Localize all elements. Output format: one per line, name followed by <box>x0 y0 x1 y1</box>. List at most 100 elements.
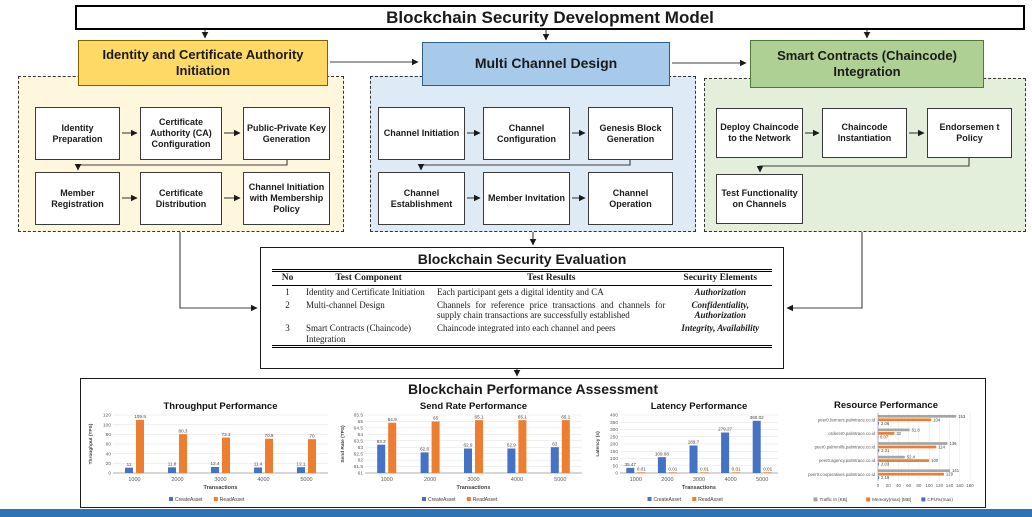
security-evaluation-panel: Blockchain Security Evaluation No Test C… <box>260 247 784 369</box>
svg-text:136: 136 <box>950 441 958 446</box>
row-no: 2 <box>285 299 290 310</box>
svg-text:109.08: 109.08 <box>655 451 669 456</box>
svg-text:60: 60 <box>906 483 912 488</box>
flow-box-ca-configuration: Certificate Authority (CA) Configuration <box>140 107 222 160</box>
svg-text:189.7: 189.7 <box>688 440 700 445</box>
svg-text:3000: 3000 <box>693 477 705 483</box>
svg-text:104: 104 <box>933 417 941 422</box>
svg-text:80: 80 <box>916 483 922 488</box>
svg-text:40: 40 <box>106 451 112 457</box>
svg-text:300: 300 <box>610 427 618 433</box>
svg-text:200: 200 <box>610 442 618 448</box>
svg-text:63.2: 63.2 <box>377 439 386 444</box>
svg-text:1000: 1000 <box>128 477 140 483</box>
svg-text:Send Rate Performance: Send Rate Performance <box>420 401 527 412</box>
svg-text:peer0.farmers.palmtrace.co.id: peer0.farmers.palmtrace.co.id <box>818 417 876 422</box>
svg-text:2000: 2000 <box>661 477 673 483</box>
main-title: Blockchain Security Development Model <box>75 5 1025 30</box>
svg-text:Memory(max) [MB]: Memory(max) [MB] <box>872 497 911 502</box>
table-row: 3 Smart Contracts (Chaincode) Integratio… <box>272 322 772 349</box>
svg-text:100: 100 <box>610 456 618 462</box>
svg-text:0.01: 0.01 <box>668 467 677 472</box>
svg-text:Latency (s): Latency (s) <box>595 431 601 457</box>
svg-text:0.07: 0.07 <box>880 434 889 439</box>
svg-text:250: 250 <box>610 434 618 440</box>
svg-text:62: 62 <box>358 458 364 464</box>
svg-text:70.8: 70.8 <box>265 433 274 438</box>
flow-box-channel-initiation: Channel Initiation <box>378 107 465 160</box>
svg-text:63: 63 <box>552 441 558 446</box>
row-no: 1 <box>285 287 290 298</box>
section-header-smartcontracts: Smart Contracts (Chaincode) Integration <box>750 40 984 88</box>
svg-text:100: 100 <box>925 483 933 488</box>
svg-text:114: 114 <box>938 445 945 450</box>
svg-text:2.19: 2.19 <box>881 475 890 480</box>
svg-text:20: 20 <box>886 483 892 488</box>
flow-box-deploy-chaincode: Deploy Chaincode to the Network <box>716 108 803 158</box>
svg-text:11: 11 <box>127 462 132 467</box>
svg-text:2000: 2000 <box>424 477 436 483</box>
svg-text:140: 140 <box>946 483 954 488</box>
svg-text:orderer0.palmtrace.co.id: orderer0.palmtrace.co.id <box>828 431 875 436</box>
svg-text:CreateAsset: CreateAsset <box>428 497 456 503</box>
svg-text:63.5: 63.5 <box>354 438 364 444</box>
svg-text:70: 70 <box>309 433 315 438</box>
svg-text:65.1: 65.1 <box>518 414 527 419</box>
table-row: 2 Multi-channel Design Channels for refe… <box>272 299 772 322</box>
svg-text:11.4: 11.4 <box>254 462 263 467</box>
svg-text:63: 63 <box>358 445 364 451</box>
svg-text:Latency Performance: Latency Performance <box>651 401 748 412</box>
svg-text:0.01: 0.01 <box>732 467 741 472</box>
svg-text:0: 0 <box>108 471 111 477</box>
svg-text:CreateAsset: CreateAsset <box>654 497 682 503</box>
svg-text:109.9: 109.9 <box>134 414 146 419</box>
performance-assessment-panel: Blockchain Performance Assessment Throug… <box>80 378 986 508</box>
flow-box-certificate-distribution: Certificate Distribution <box>140 172 222 225</box>
svg-text:2.06: 2.06 <box>881 421 890 426</box>
svg-text:11.8: 11.8 <box>168 461 177 466</box>
row-results: Channels for reference price transaction… <box>437 299 666 321</box>
svg-text:80: 80 <box>106 432 112 438</box>
svg-text:ReadAsset: ReadAsset <box>473 497 498 503</box>
table-row: 1 Identity and Certificate Initiation Ea… <box>272 286 772 299</box>
svg-text:62.9: 62.9 <box>507 443 516 448</box>
svg-text:12.1: 12.1 <box>297 461 306 466</box>
row-elements: Authorization <box>694 287 746 298</box>
svg-text:360.02: 360.02 <box>750 415 764 420</box>
svg-text:4000: 4000 <box>511 477 523 483</box>
svg-text:Throughput Performance: Throughput Performance <box>163 401 277 412</box>
col-header-component: Test Component <box>303 268 435 287</box>
flow-box-member-invitation: Member Invitation <box>483 172 570 225</box>
svg-text:65.5: 65.5 <box>354 413 364 419</box>
flow-box-test-functionality: Test Functionality on Channels <box>716 174 803 224</box>
svg-text:62.6: 62.6 <box>420 447 429 452</box>
svg-text:Send Rate (TPS): Send Rate (TPS) <box>340 425 346 463</box>
svg-text:40: 40 <box>896 483 902 488</box>
svg-text:35.47: 35.47 <box>625 462 637 467</box>
svg-text:120: 120 <box>936 483 944 488</box>
row-results: Chaincode integrated into each channel a… <box>434 322 669 349</box>
svg-text:150: 150 <box>610 449 618 455</box>
svg-text:1000: 1000 <box>381 477 393 483</box>
svg-text:ReadAsset: ReadAsset <box>220 497 245 503</box>
svg-text:CreateAsset: CreateAsset <box>175 497 203 503</box>
svg-text:64: 64 <box>358 432 364 438</box>
svg-text:279.27: 279.27 <box>718 427 732 432</box>
section-header-multichannel: Multi Channel Design <box>422 42 670 86</box>
row-no: 3 <box>272 322 304 349</box>
row-elements: Confidentiality, Authorization <box>691 299 749 321</box>
flow-box-channel-configuration: Channel Configuration <box>483 107 570 160</box>
svg-text:61.8: 61.8 <box>912 427 921 432</box>
svg-text:2000: 2000 <box>171 477 183 483</box>
svg-text:65: 65 <box>433 416 439 421</box>
svg-text:ReadAsset: ReadAsset <box>698 497 723 503</box>
svg-text:50: 50 <box>613 463 619 469</box>
flow-box-member-registration: Member Registration <box>35 172 120 225</box>
svg-text:0: 0 <box>615 471 618 477</box>
svg-text:65.1: 65.1 <box>475 414 484 419</box>
performance-assessment-title: Blockchain Performance Assessment <box>407 381 659 397</box>
